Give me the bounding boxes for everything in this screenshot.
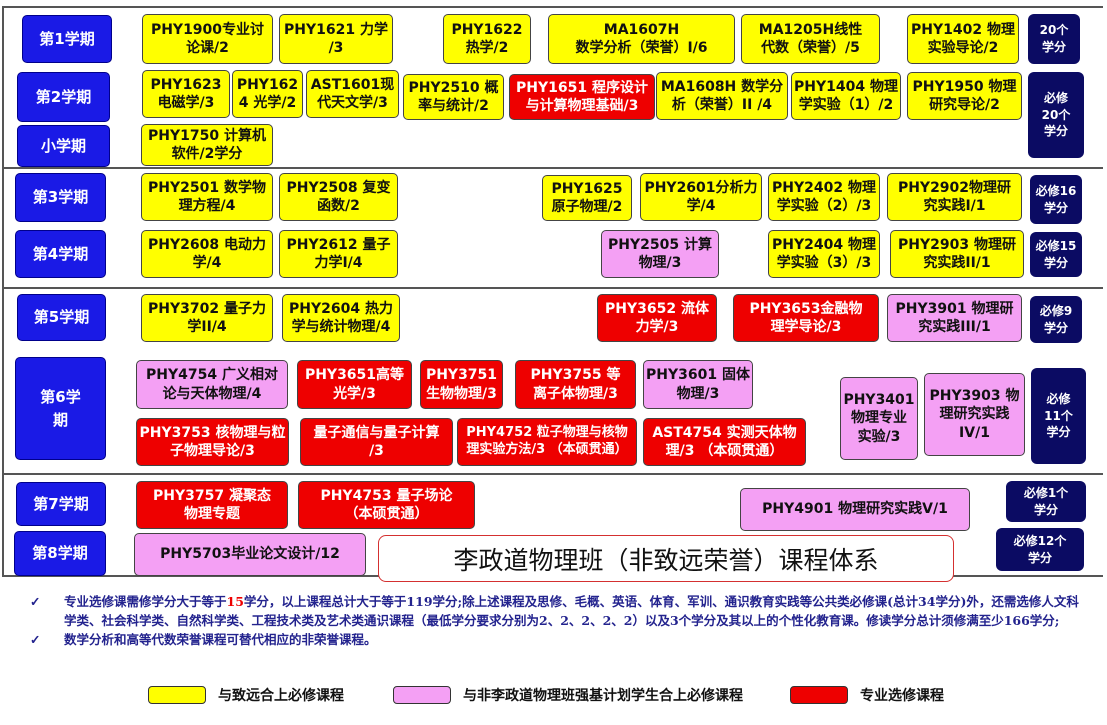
course-phy3401: PHY3401 物理专业 实验/3 [840,377,918,460]
credit-box: 必修 20个 学分 [1028,72,1084,158]
course-phy2402: PHY2402 物理 学实验（2）/3 [768,173,880,221]
course-phy3652: PHY3652 流体 力学/3 [597,294,717,342]
legend-yellow: 与致远合上必修课程 [148,684,344,706]
course-phy1624: PHY162 4 光学/2 [232,70,303,118]
check-icon: ✓ [30,594,41,609]
legend-swatch [790,686,848,704]
course-phy2510: PHY2510 概 率与统计/2 [403,74,504,120]
course-ma1607h: MA1607H 数学分析（荣誉）I/6 [548,14,735,64]
course-phy3757: PHY3757 凝聚态 物理专题 [136,481,288,529]
semester-summer: 小学期 [17,125,110,167]
credit-box: 20个 学分 [1028,14,1080,64]
semester-7: 第7学期 [16,482,106,526]
course-phy5703: PHY5703毕业论文设计/12 [134,533,366,576]
course-ma1205h: MA1205H线性 代数（荣誉）/5 [741,14,880,64]
course-ast4754: AST4754 实测天体物 理/3 （本硕贯通） [643,418,806,466]
notes: ✓ 专业选修课需修学分大于等于15学分，以上课程总计大于等于119学分;除上述课… [30,593,1088,649]
course-phy1402: PHY1402 物理 实验导论/2 [907,14,1019,64]
credit-box: 必修16 学分 [1030,175,1082,224]
semester-5: 第5学期 [17,294,106,341]
course-phy1900: PHY1900专业讨 论课/2 [142,14,273,64]
credit-box: 必修12个 学分 [996,528,1084,571]
check-icon: ✓ [30,631,41,647]
legend-swatch [393,686,451,704]
credit-box: 必修9 学分 [1030,296,1082,343]
course-phy4753: PHY4753 量子场论 （本硕贯通） [298,481,475,529]
course-phy3601: PHY3601 固体 物理/3 [643,360,753,409]
frame-line [2,473,1103,475]
course-phy3753: PHY3753 核物理与粒 子物理导论/3 [136,418,289,466]
course-quantum: 量子通信与量子计算 /3 [300,418,453,466]
legend-pink: 与非李政道物理班强基计划学生合上必修课程 [393,684,743,706]
credit-box: 必修 11个 学分 [1031,368,1086,464]
course-phy1621: PHY1621 力学 /3 [279,14,393,64]
semester-6: 第6学期 [15,357,106,460]
note-2: ✓ 数学分析和高等代数荣誉课程可替代相应的非荣誉课程。 [30,631,1088,650]
course-phy2508: PHY2508 复变 函数/2 [279,173,398,221]
course-phy2902: PHY2902物理研 究实践I/1 [887,173,1022,221]
course-phy1404: PHY1404 物理 学实验（1）/2 [791,72,901,120]
course-phy2505: PHY2505 计算 物理/3 [601,230,719,278]
course-phy2601: PHY2601分析力 学/4 [640,173,762,221]
course-phy4752: PHY4752 粒子物理与核物 理实验方法/3 （本硕贯通） [457,418,637,466]
frame-line [2,167,1103,169]
semester-3: 第3学期 [15,173,106,222]
frame-line [2,287,1103,289]
credit-box: 必修15 学分 [1030,232,1082,277]
course-phy3651: PHY3651高等 光学/3 [297,360,412,409]
course-ast1601: AST1601现 代天文学/3 [306,70,399,118]
course-phy3751: PHY3751 生物物理/3 [420,360,503,409]
semester-2: 第2学期 [17,72,110,122]
course-phy3901: PHY3901 物理研 究实践III/1 [887,294,1022,342]
legend-swatch [148,686,206,704]
course-phy1750: PHY1750 计算机 软件/2学分 [141,124,273,166]
course-phy1622: PHY1622 热学/2 [443,14,531,64]
semester-1: 第1学期 [22,15,112,63]
course-phy2903: PHY2903 物理研 究实践II/1 [890,230,1024,278]
frame-line [2,6,4,576]
course-phy1651: PHY1651 程序设计 与计算物理基础/3 [509,74,655,120]
course-phy2612: PHY2612 量子 力学I/4 [279,230,398,278]
course-phy3755: PHY3755 等 离子体物理/3 [515,360,636,409]
course-phy4754: PHY4754 广义相对 论与天体物理/4 [136,360,288,409]
course-phy3903: PHY3903 物 理研究实践 IV/1 [924,373,1025,456]
frame-line [2,6,1103,8]
note-1: ✓ 专业选修课需修学分大于等于15学分，以上课程总计大于等于119学分;除上述课… [30,594,1079,628]
credit-box: 必修1个 学分 [1006,481,1086,522]
course-phy1950: PHY1950 物理 研究导论/2 [907,72,1022,120]
course-ma1608h: MA1608H 数学分 析（荣誉）II /4 [656,72,788,120]
semester-4: 第4学期 [15,230,106,278]
legend-red: 专业选修课程 [790,684,944,706]
course-phy2404: PHY2404 物理 学实验（3）/3 [768,230,880,278]
course-phy2608: PHY2608 电动力 学/4 [141,230,273,278]
course-phy4901: PHY4901 物理研究实践V/1 [740,488,970,531]
course-phy1623: PHY1623 电磁学/3 [142,70,230,118]
diagram-title: 李政道物理班（非致远荣誉）课程体系 [378,535,954,582]
course-phy3702: PHY3702 量子力 学II/4 [141,294,273,342]
course-phy2604: PHY2604 热力 学与统计物理/4 [282,294,400,342]
semester-8: 第8学期 [14,531,106,576]
course-phy3653: PHY3653金融物 理学导论/3 [733,294,879,342]
course-phy1625: PHY1625 原子物理/2 [542,175,632,221]
course-phy2501: PHY2501 数学物 理方程/4 [141,173,273,221]
